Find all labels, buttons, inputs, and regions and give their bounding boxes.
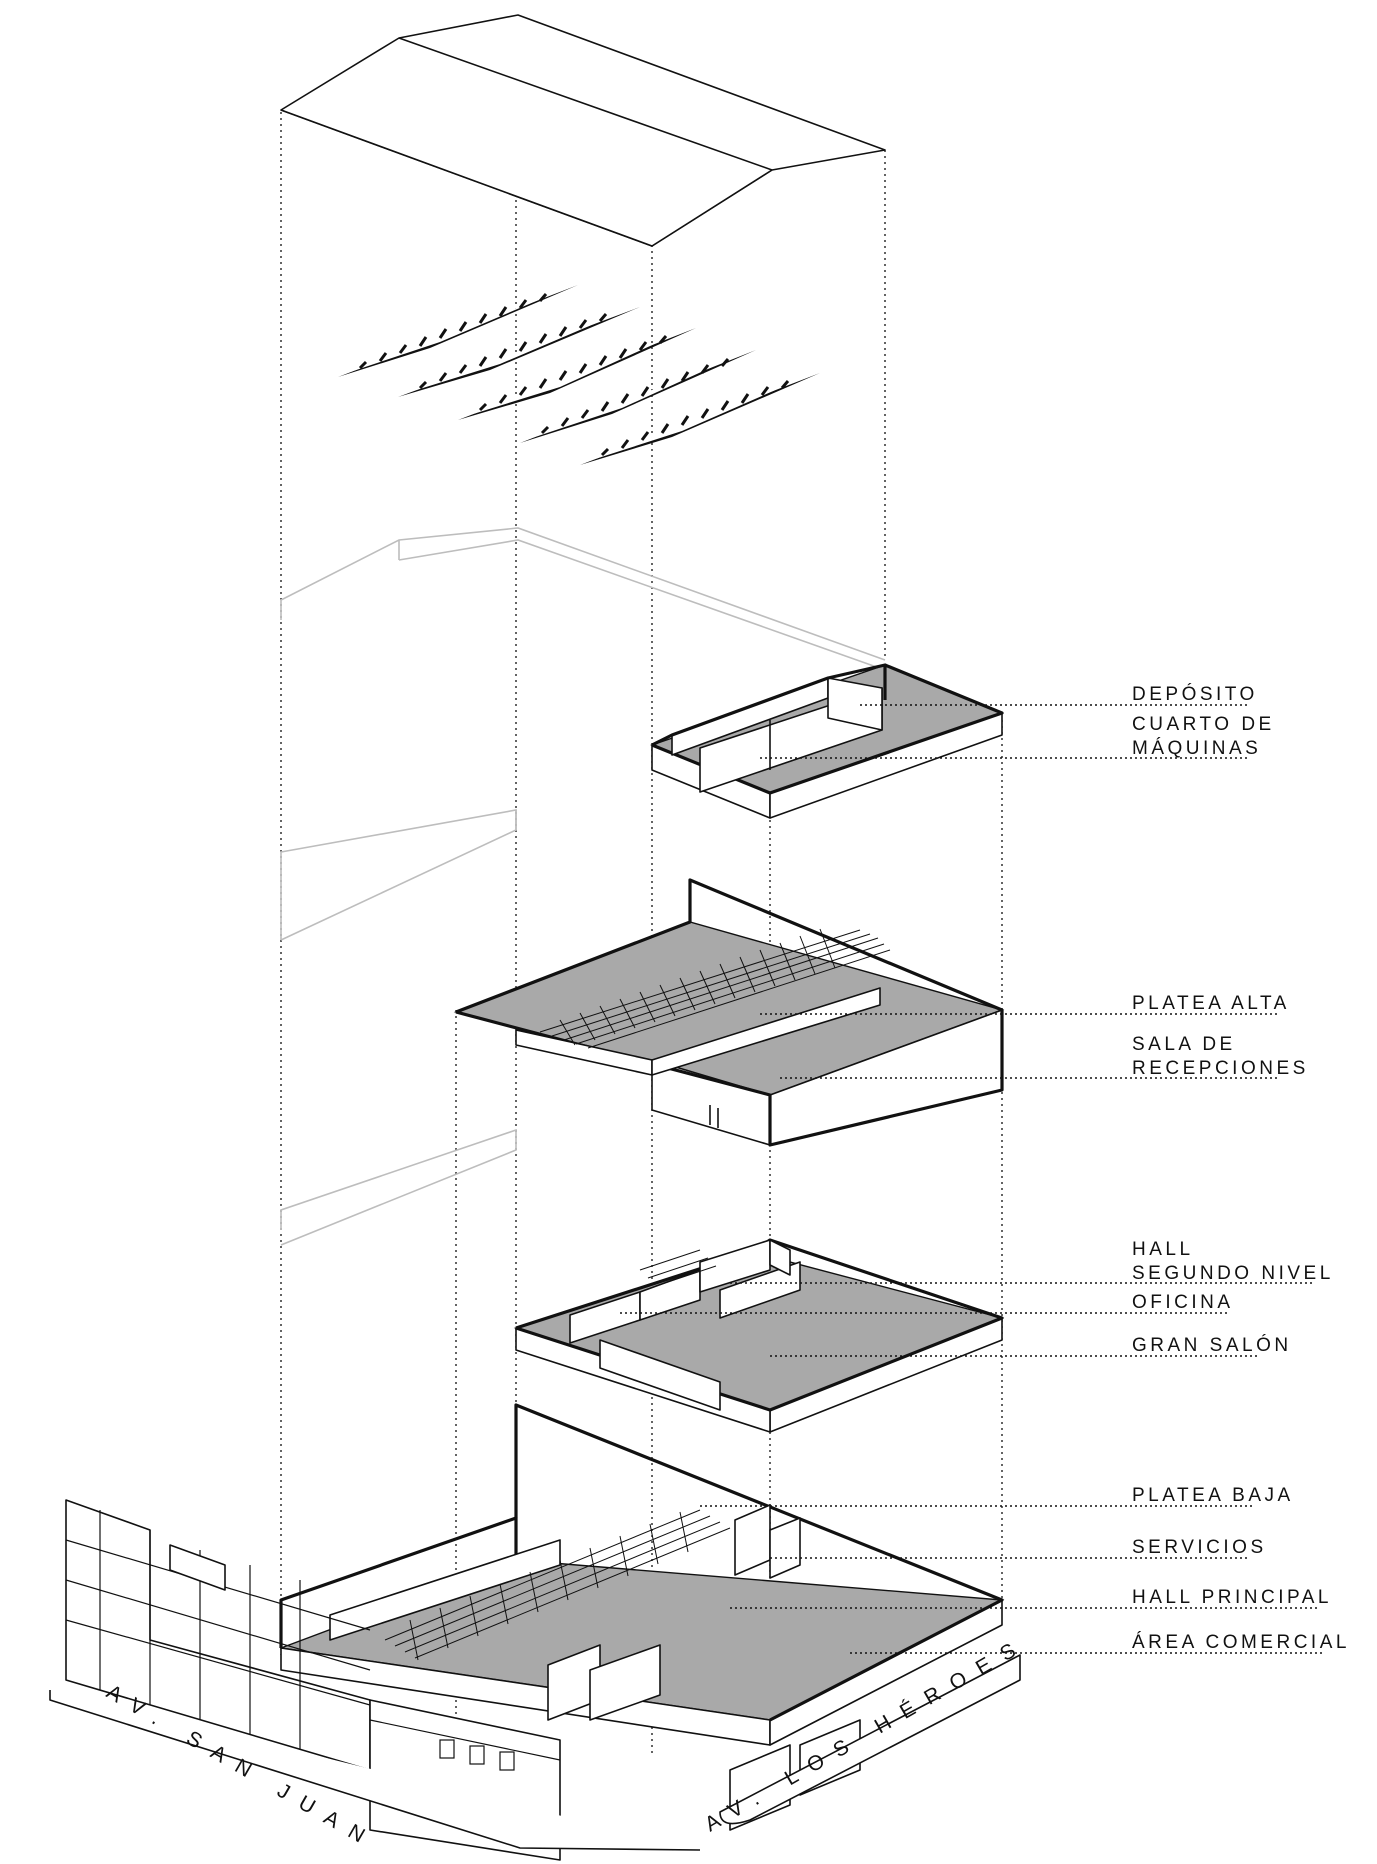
label-cuarto-de: CUARTO DE [1132, 714, 1275, 735]
ghost-band-mid [280, 809, 517, 941]
level-ground [279, 1403, 1021, 1831]
label-servicios: SERVICIOS [1132, 1537, 1267, 1558]
label-sala-de: SALA DE [1132, 1034, 1236, 1055]
label-hall-principal: HALL PRINCIPAL [1132, 1587, 1332, 1608]
label-platea-baja: PLATEA BAJA [1132, 1485, 1294, 1506]
label-oficina: OFICINA [1132, 1292, 1234, 1313]
label-gran-salon: GRAN SALÓN [1132, 1334, 1292, 1356]
roof-trusses [338, 285, 820, 465]
level-top-floor [650, 663, 1004, 819]
label-hall: HALL [1132, 1239, 1194, 1260]
label-segundo-nivel: SEGUNDO NIVEL [1132, 1263, 1334, 1284]
label-leaders [620, 704, 1325, 1654]
level-gran-salon [513, 1238, 1005, 1433]
level-platea-alta [453, 878, 1005, 1147]
roof [280, 14, 886, 247]
ghost-band-lower [280, 1128, 517, 1246]
ghost-gable-upper [280, 527, 886, 671]
label-area-comercial: ÁREA COMERCIAL [1132, 1632, 1350, 1653]
label-maquinas: MÁQUINAS [1132, 738, 1261, 759]
street-facade [49, 1499, 701, 1861]
label-platea-alta: PLATEA ALTA [1132, 993, 1290, 1014]
label-recepciones: RECEPCIONES [1132, 1058, 1309, 1079]
label-deposito: DEPÓSITO [1132, 683, 1258, 705]
room-labels: DEPÓSITO CUARTO DE MÁQUINAS PLATEA ALTA … [1132, 683, 1350, 1653]
